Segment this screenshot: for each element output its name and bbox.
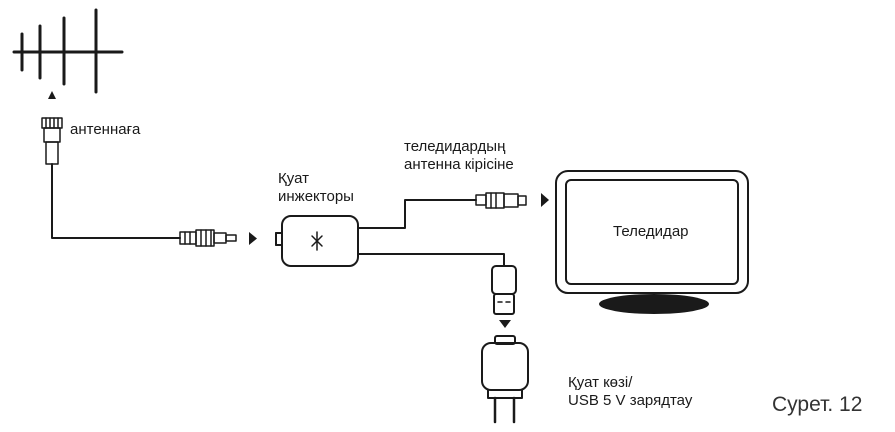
arrow-down-icon bbox=[499, 320, 511, 328]
tv-label: Теледидар bbox=[613, 223, 689, 240]
tv-input-label-line1: теледидардың bbox=[404, 138, 506, 155]
figure-caption: Сурет. 12 bbox=[772, 393, 863, 416]
antenna-connector-icon bbox=[41, 117, 63, 165]
power-label-line1: Қуат көзі/ bbox=[568, 374, 633, 391]
injector-label-line1: Қуат bbox=[278, 170, 309, 187]
power-injector-icon bbox=[275, 215, 359, 267]
antenna-label: антеннаға bbox=[70, 121, 141, 138]
arrow-right-icon bbox=[249, 232, 257, 245]
power-adapter-icon bbox=[481, 335, 529, 424]
injector-label-line2: инжекторы bbox=[278, 188, 354, 205]
tv-icon bbox=[555, 170, 749, 314]
cable-antenna bbox=[51, 163, 181, 239]
cable-usb bbox=[357, 253, 505, 267]
arrow-right-tv-icon bbox=[541, 193, 549, 207]
tv-input-label-line2: антенна кірісіне bbox=[404, 156, 514, 173]
arrow-up-icon bbox=[48, 91, 56, 99]
coax-plug-icon bbox=[179, 229, 237, 247]
usb-plug-icon bbox=[491, 265, 517, 315]
cable-to-tv bbox=[357, 199, 477, 229]
tv-stand bbox=[599, 294, 709, 314]
power-label-line2: USB 5 V зарядтау bbox=[568, 392, 693, 409]
tv-coax-plug-icon bbox=[475, 192, 527, 209]
antenna-icon bbox=[12, 8, 124, 94]
